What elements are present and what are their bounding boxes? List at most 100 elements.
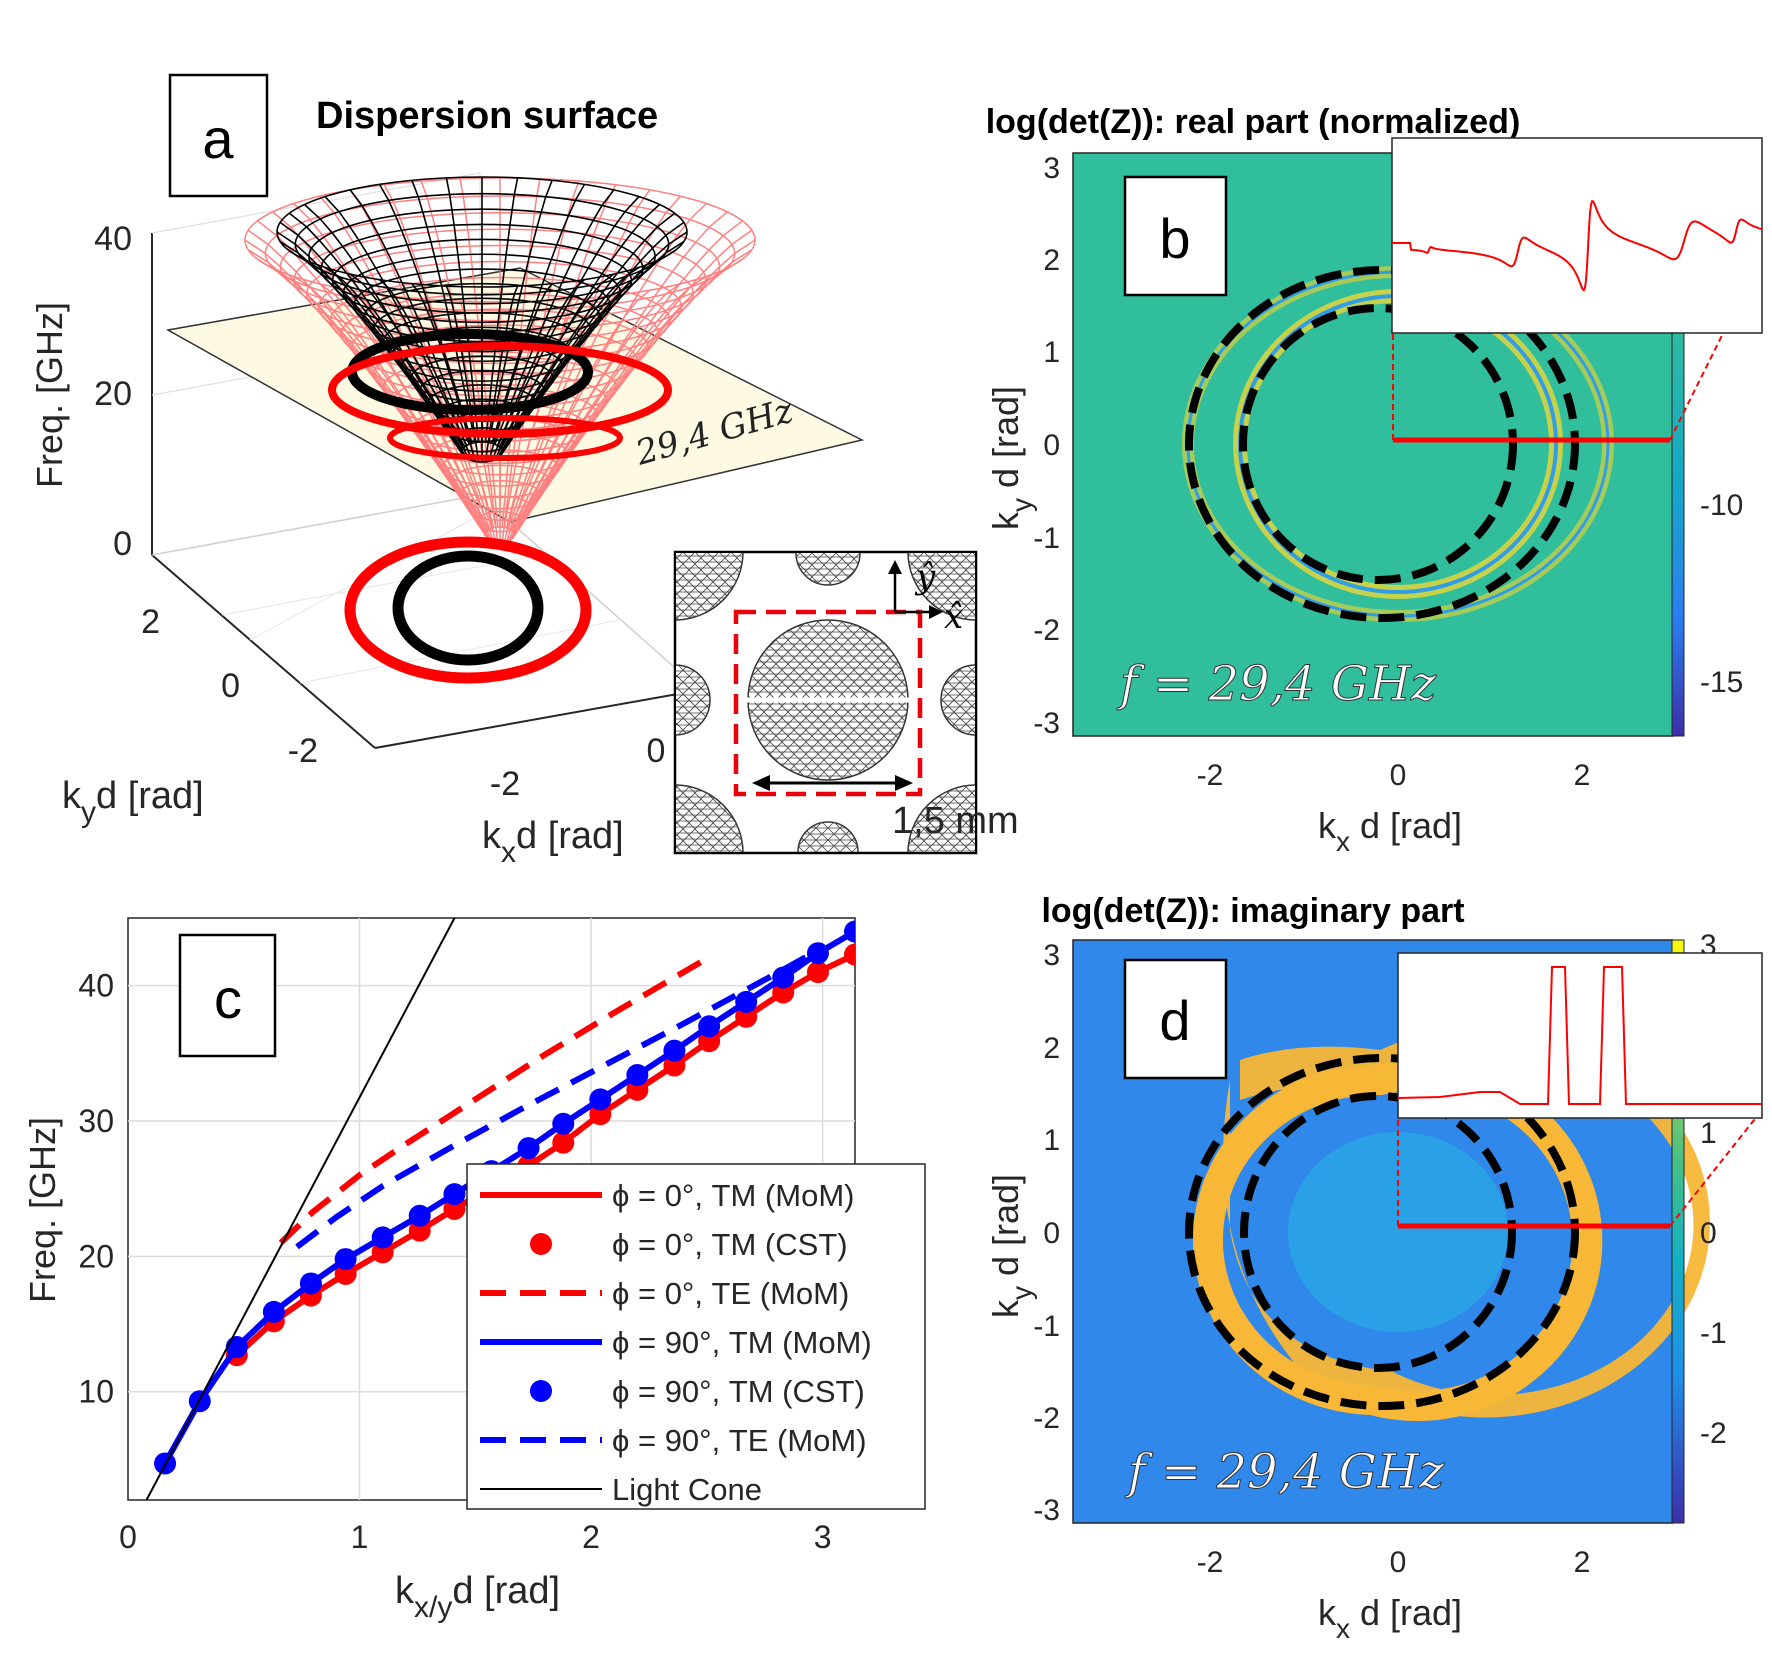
panel-label-d: d — [1123, 958, 1228, 1080]
legend-entry: ϕ = 90°, TM (MoM) — [480, 1325, 872, 1360]
panel-b-x-ticks: -2 0 2 — [1197, 759, 1591, 792]
data-point — [443, 1183, 466, 1206]
svg-text:-3: -3 — [1033, 707, 1060, 740]
y-tick: 40 — [78, 968, 114, 1004]
svg-text:3: 3 — [1043, 152, 1060, 185]
data-point — [371, 1226, 394, 1249]
x-tick: -2 — [490, 765, 520, 803]
y-tick: 0 — [221, 667, 240, 705]
light-cone-line — [145, 918, 456, 1500]
y-tick: 10 — [78, 1374, 114, 1410]
panel-b-freq-label: f = 29,4 GHz — [1117, 656, 1437, 712]
panel-label-b: b — [1123, 175, 1228, 297]
x-tick: 0 — [647, 732, 666, 770]
data-point — [698, 1015, 721, 1038]
projection-inner-ring — [392, 550, 544, 666]
x-tick: 1 — [351, 1519, 369, 1555]
unit-cell-boundary — [733, 609, 923, 797]
panel-d-freq-label: f = 29,4 GHz — [1125, 1444, 1445, 1500]
inset-axis-y: ŷ — [914, 557, 936, 597]
svg-text:1: 1 — [1700, 1117, 1717, 1150]
series-6 — [145, 918, 456, 1500]
z-tick: 0 — [113, 525, 132, 563]
inset-d — [1397, 952, 1763, 1119]
panel-d-xlabel: kx d [rad] — [1318, 1592, 1462, 1644]
panel-d-x-ticks: -2 0 2 — [1197, 1546, 1591, 1579]
data-point — [806, 961, 829, 984]
panel-c-legend: ϕ = 0°, TM (MoM) ϕ = 0°, TM (CST) ϕ = 0°, … — [466, 1163, 926, 1510]
svg-text:0: 0 — [1043, 429, 1060, 462]
series-5 — [295, 945, 825, 1250]
panel-d-y-ticks: 3 2 1 0 -1 -2 -3 — [1033, 939, 1060, 1527]
svg-text:c: c — [214, 967, 242, 1030]
panel-a-ylabel: kyd [rad] — [62, 775, 204, 829]
svg-text:0: 0 — [1390, 759, 1407, 792]
data-point — [735, 990, 758, 1013]
svg-text:b: b — [1159, 207, 1190, 270]
x-tick: 0 — [119, 1519, 137, 1555]
svg-text:-2: -2 — [1700, 1417, 1727, 1450]
svg-text:-1: -1 — [1033, 1310, 1060, 1343]
panel-c-series — [145, 918, 855, 1500]
data-point — [806, 942, 829, 965]
panel-a-title: Dispersion surface — [316, 95, 658, 137]
svg-text:0: 0 — [1700, 1217, 1717, 1250]
svg-text:-10: -10 — [1700, 489, 1743, 522]
panel-b: log(det(Z)): real part (normalized) 0 -1… — [985, 103, 1763, 857]
svg-text:-2: -2 — [1033, 614, 1060, 647]
svg-text:1: 1 — [1043, 1124, 1060, 1157]
svg-text:-3: -3 — [1033, 1494, 1060, 1527]
x-tick: 3 — [814, 1519, 832, 1555]
legend-entry: ϕ = 0°, TE (MoM) — [480, 1276, 849, 1311]
z-tick: 40 — [94, 220, 132, 258]
legend-label: ϕ = 0°, TM (CST) — [612, 1227, 848, 1262]
series-2 — [278, 956, 709, 1245]
data-point — [589, 1088, 612, 1111]
heatmap-d-rings — [1185, 1027, 1710, 1421]
data-point — [552, 1112, 575, 1135]
svg-text:a: a — [202, 107, 234, 170]
svg-text:-1: -1 — [1033, 522, 1060, 555]
svg-text:-2: -2 — [1197, 759, 1224, 792]
svg-text:2: 2 — [1043, 1032, 1060, 1065]
panel-c-ylabel: Freq. [GHz] — [22, 1117, 63, 1303]
svg-text:d: d — [1159, 989, 1190, 1052]
panel-b-y-ticks: 3 2 1 0 -1 -2 -3 — [1033, 152, 1060, 740]
svg-text:2: 2 — [1574, 759, 1591, 792]
dispersion-cone — [244, 176, 756, 544]
svg-text:2: 2 — [1043, 244, 1060, 277]
legend-label: ϕ = 0°, TM (MoM) — [612, 1178, 854, 1213]
panel-a-y-ticks: 2 0 -2 — [141, 603, 318, 770]
legend-entry: Light Cone — [480, 1472, 762, 1507]
legend-label: ϕ = 90°, TM (CST) — [612, 1374, 865, 1409]
inset-b-curve — [1392, 200, 1763, 292]
svg-text:-1: -1 — [1700, 1317, 1727, 1350]
cone-plane-lower-ring — [387, 415, 623, 461]
panel-b-xlabel: kx d [rad] — [1318, 805, 1462, 857]
data-point — [334, 1248, 357, 1271]
data-point — [844, 920, 855, 943]
svg-text:3: 3 — [1043, 939, 1060, 972]
inset-axis-x: x̂ — [944, 597, 963, 637]
panel-d-ylabel: ky d [rad] — [985, 1174, 1037, 1318]
panel-a: 40 20 0 Freq. [GHz] 2 0 -2 kyd [rad] -2 … — [29, 73, 1019, 869]
panel-d-title: log(det(Z)): imaginary part — [1041, 892, 1464, 930]
svg-text:-2: -2 — [1033, 1402, 1060, 1435]
legend-entry: ϕ = 90°, TM (CST) — [530, 1374, 865, 1409]
x-tick: 2 — [582, 1519, 600, 1555]
panel-c-xlabel: kx/yd [rad] — [395, 1570, 560, 1624]
inset-b — [1391, 137, 1763, 334]
data-point — [299, 1272, 322, 1295]
inset-dim-label: 1,5 mm — [892, 800, 1019, 842]
legend-label: ϕ = 90°, TE (MoM) — [612, 1423, 867, 1458]
data-point — [408, 1204, 431, 1227]
svg-text:1: 1 — [1043, 336, 1060, 369]
data-point — [844, 943, 855, 966]
panel-label-c: c — [178, 933, 277, 1058]
inset-d-curve — [1397, 966, 1762, 1105]
data-point — [626, 1064, 649, 1087]
panel-a-x-ticks: -2 0 — [490, 732, 666, 803]
panel-b-ylabel: ky d [rad] — [985, 386, 1037, 530]
